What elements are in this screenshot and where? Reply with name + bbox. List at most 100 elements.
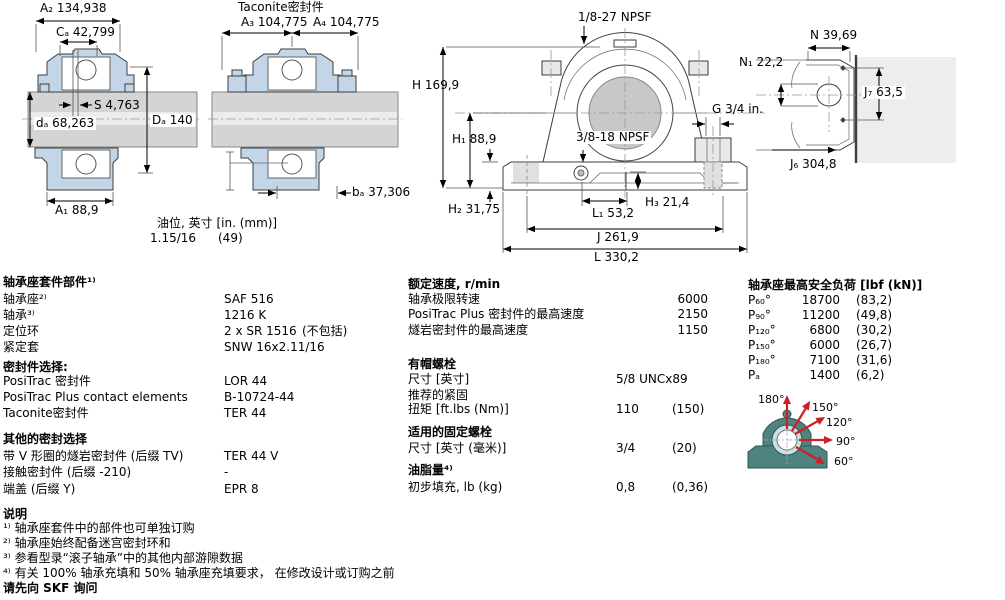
dim-ca: Cₐ 42,799 bbox=[56, 25, 115, 39]
speeds-title: 额定速度, r/min bbox=[408, 277, 501, 291]
oil-level-mm: (49) bbox=[218, 231, 243, 245]
kit-row-note: (不包括) bbox=[302, 324, 348, 338]
seal-row-value: TER 44 bbox=[224, 406, 267, 420]
note-item: ³⁾ 参看型录“滚子轴承”中的其他内部游隙数据 bbox=[3, 551, 244, 565]
kit-row-value: 1216 K bbox=[224, 308, 267, 322]
angle-label-150: 150° bbox=[812, 401, 839, 414]
load-row-kn: (26,7) bbox=[856, 338, 893, 352]
angle-label-60: 60° bbox=[834, 455, 854, 468]
dim-l: L 330,2 bbox=[594, 250, 639, 264]
other-row-value: EPR 8 bbox=[224, 482, 259, 496]
oil-level-label: 油位, 英寸 [in. (mm)] bbox=[157, 216, 278, 230]
load-row-label: Pₐ bbox=[748, 368, 760, 382]
kit-row-label: 定位环 bbox=[3, 324, 40, 338]
notes-footer: 请先向 SKF 询问 bbox=[3, 581, 98, 595]
load-row-value: 7100 bbox=[809, 353, 840, 367]
kit-row-label: 轴承³⁾ bbox=[3, 308, 35, 322]
attach-bolt-size-value: 3/4 bbox=[616, 441, 636, 455]
grease-title: 油脂量⁴⁾ bbox=[408, 463, 453, 477]
load-row-value: 6000 bbox=[809, 338, 840, 352]
dim-a3: A₃ 104,775 bbox=[241, 15, 308, 29]
seal-row-label: PosiTrac Plus contact elements bbox=[3, 390, 188, 404]
load-row-value: 6800 bbox=[809, 323, 840, 337]
speed-row-value: 6000 bbox=[677, 292, 708, 306]
angle-label-120: 120° bbox=[826, 416, 853, 429]
kit-row-value: SAF 516 bbox=[224, 292, 274, 306]
dim-a1: A₁ 88,9 bbox=[55, 203, 99, 217]
load-row-kn: (31,6) bbox=[856, 353, 893, 367]
other-row-value: TER 44 V bbox=[224, 449, 279, 463]
section-view-taconite-drawing bbox=[208, 29, 402, 199]
note-item: ¹⁾ 轴承座套件中的部件也可单独订购 bbox=[3, 521, 195, 535]
dim-h3: H₃ 21,4 bbox=[645, 195, 690, 209]
cap-bolt-rec-label: 推荐的紧固 bbox=[408, 388, 469, 402]
kit-row-label: 轴承座²⁾ bbox=[3, 292, 47, 306]
load-row-kn: (83,2) bbox=[856, 293, 893, 307]
dim-n: N 39,69 bbox=[810, 28, 858, 42]
attach-bolts-title: 适用的固定螺栓 bbox=[408, 425, 493, 439]
base-slot-detail-drawing bbox=[756, 44, 956, 163]
notes-title: 说明 bbox=[3, 507, 28, 521]
other-row-label: 带 V 形圈的燧岩密封件 (后缀 TV) bbox=[3, 449, 184, 463]
angle-label-90: 90° bbox=[836, 435, 856, 448]
dim-l1: L₁ 53,2 bbox=[592, 206, 635, 220]
dim-g: G 3/4 in. bbox=[712, 102, 763, 116]
cap-bolt-torque-value: 110 bbox=[616, 402, 639, 416]
grease-label: 初步填充, lb (kg) bbox=[408, 480, 503, 494]
load-row-label: P₁₈₀° bbox=[748, 353, 776, 367]
load-row-label: P₉₀° bbox=[748, 308, 771, 322]
loads-title: 轴承座最高安全负荷 [lbf (kN)] bbox=[748, 278, 923, 292]
other-row-value: - bbox=[224, 465, 229, 479]
dim-h1: H₁ 88,9 bbox=[452, 132, 497, 146]
other-row-label: 端盖 (后缀 Y) bbox=[3, 482, 76, 496]
angle-label-180: 180° bbox=[758, 393, 785, 406]
other-row-label: 接触密封件 (后缀 -210) bbox=[3, 465, 132, 479]
other-seals-title: 其他的密封选择 bbox=[3, 432, 88, 446]
speed-row-label: PosiTrac Plus 密封件的最高速度 bbox=[408, 307, 585, 321]
dim-h: H 169,9 bbox=[412, 78, 460, 92]
oil-level-inch: 1.15/16 bbox=[150, 231, 197, 245]
dim-npsf-top: 1/8-27 NPSF bbox=[578, 10, 652, 24]
speed-row-label: 轴承极限转速 bbox=[408, 292, 481, 306]
cap-bolt-size-label: 尺寸 [英寸] bbox=[408, 372, 470, 386]
load-row-label: P₁₅₀° bbox=[748, 338, 776, 352]
cap-bolt-torque-label: 扭矩 [ft.lbs (Nm)] bbox=[408, 402, 509, 416]
dim-da-outer: Dₐ 140 bbox=[150, 113, 195, 127]
dim-npsf-side: 3/8-18 NPSF bbox=[574, 130, 652, 144]
dim-j6: J₆ 304,8 bbox=[790, 157, 837, 171]
dim-ba: bₐ 37,306 bbox=[352, 185, 411, 199]
load-row-kn: (49,8) bbox=[856, 308, 893, 322]
seal-row-value: LOR 44 bbox=[224, 374, 268, 388]
dim-da-shaft: dₐ 68,263 bbox=[34, 116, 97, 130]
grease-value-kg: (0,36) bbox=[672, 480, 709, 494]
grease-value: 0,8 bbox=[616, 480, 636, 494]
load-row-value: 1400 bbox=[809, 368, 840, 382]
note-item: ⁴⁾ 有关 100% 轴承充填和 50% 轴承座充填要求， 在修改设计或订购之前 bbox=[3, 566, 395, 580]
load-row-value: 18700 bbox=[801, 293, 840, 307]
attach-bolt-size-value-mm: (20) bbox=[672, 441, 697, 455]
dim-s: S 4,763 bbox=[94, 98, 140, 112]
taconite-drawing-title: Taconite密封件 bbox=[238, 0, 324, 14]
attach-bolt-size-label: 尺寸 [英寸 (毫米)] bbox=[408, 441, 507, 455]
dim-a4: A₄ 104,775 bbox=[313, 15, 380, 29]
speed-row-value: 1150 bbox=[677, 323, 708, 337]
speed-row-label: 燧岩密封件的最高速度 bbox=[408, 323, 529, 337]
kit-row-value: SNW 16x2.11/16 bbox=[224, 340, 325, 354]
kit-row-label: 紧定套 bbox=[3, 340, 40, 354]
cap-bolt-torque-value-nm: (150) bbox=[672, 402, 705, 416]
note-item: ²⁾ 轴承座始终配备迷宫密封环和 bbox=[3, 536, 171, 550]
seal-row-label: PosiTrac 密封件 bbox=[3, 374, 92, 388]
seal-row-value: B-10724-44 bbox=[224, 390, 295, 404]
load-row-value: 11200 bbox=[801, 308, 840, 322]
kit-title: 轴承座套件部件¹⁾ bbox=[3, 275, 96, 289]
dim-j: J 261,9 bbox=[597, 230, 639, 244]
seal-row-label: Taconite密封件 bbox=[3, 406, 89, 420]
load-row-label: P₆₀° bbox=[748, 293, 771, 307]
load-row-kn: (6,2) bbox=[856, 368, 885, 382]
load-row-label: P₁₂₀° bbox=[748, 323, 776, 337]
kit-row-value: 2 x SR 1516 bbox=[224, 324, 297, 338]
dim-h2: H₂ 31,75 bbox=[448, 202, 501, 216]
seal-choice-title: 密封件选择: bbox=[3, 360, 68, 374]
cap-bolt-size-value: 5/8 UNCx89 bbox=[616, 372, 688, 386]
